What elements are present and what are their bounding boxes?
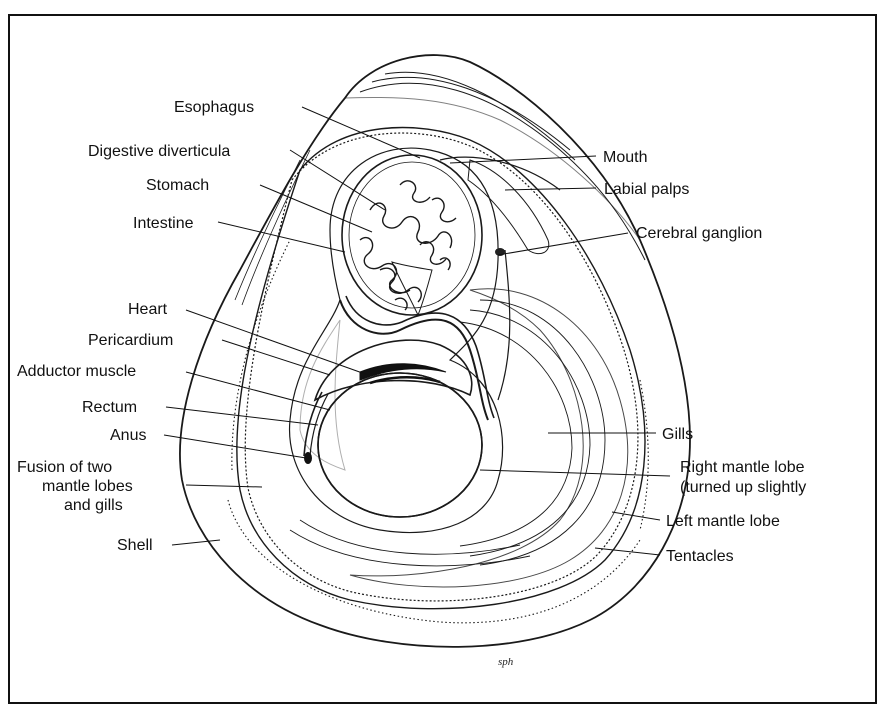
label-cerebral-ganglion: Cerebral ganglion — [636, 225, 762, 242]
label-fusion-line-3: and gills — [64, 497, 123, 514]
label-gills: Gills — [662, 426, 693, 443]
label-esophagus: Esophagus — [174, 99, 254, 116]
pericardium — [315, 340, 472, 400]
label-pericardium: Pericardium — [88, 332, 173, 349]
adductor-muscle — [318, 373, 482, 517]
label-right-mantle-line-2: (turned up slightly — [680, 479, 806, 496]
label-fusion-line-1: Fusion of two — [17, 459, 112, 476]
leader-lines-left — [164, 107, 420, 545]
gills — [290, 289, 628, 587]
label-adductor-muscle: Adductor muscle — [17, 363, 136, 380]
label-shell: Shell — [117, 537, 153, 554]
digestive-diverticula — [342, 155, 482, 315]
label-anus: Anus — [110, 427, 146, 444]
label-heart: Heart — [128, 301, 168, 318]
label-intestine: Intestine — [133, 215, 194, 232]
label-fusion-line-2: mantle lobes — [42, 478, 133, 495]
label-rectum: Rectum — [82, 399, 137, 416]
rectum — [304, 392, 328, 464]
label-labial-palps: Labial palps — [604, 181, 689, 198]
label-left-mantle-lobe: Left mantle lobe — [666, 513, 780, 530]
label-tentacles: Tentacles — [666, 548, 734, 565]
label-digestive-diverticula: Digestive diverticula — [88, 143, 230, 160]
label-mouth: Mouth — [603, 149, 647, 166]
artist-signature: sph — [498, 656, 514, 668]
label-stomach: Stomach — [146, 177, 209, 194]
label-right-mantle-line-1: Right mantle lobe — [680, 459, 805, 476]
